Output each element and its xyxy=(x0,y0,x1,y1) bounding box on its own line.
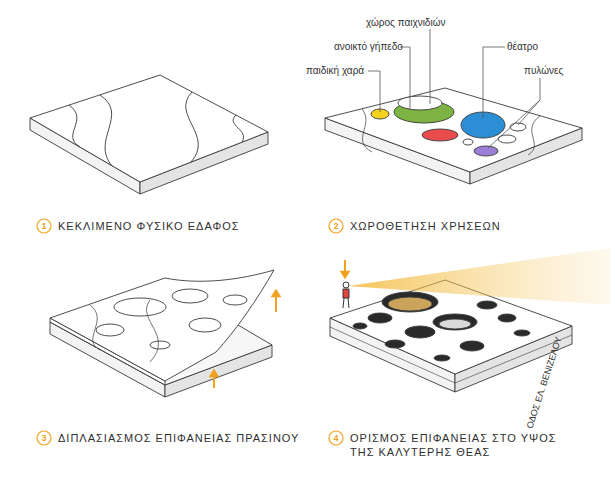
sketch-line xyxy=(368,71,380,112)
use-area xyxy=(434,355,450,361)
use-area xyxy=(385,340,405,348)
step-caption: ΟΡΙΣΜΟΣ ΕΠΙΦΑΝΕΙΑΣ ΣΤΟ ΥΨΟΣ ΤΗΣ ΚΑΛΥΤΕΡΗ… xyxy=(350,431,582,460)
sketch-line xyxy=(348,248,610,305)
use-area xyxy=(498,314,516,322)
use-area xyxy=(460,341,484,351)
sketch-line xyxy=(209,369,219,377)
sketch-line xyxy=(362,109,372,152)
sketch-line xyxy=(30,75,268,182)
sketch-line xyxy=(325,88,582,172)
sketch-line xyxy=(343,289,349,298)
callout-number: 4 xyxy=(328,430,344,446)
number-ring xyxy=(329,431,343,445)
use-area xyxy=(353,323,367,329)
use-area xyxy=(474,146,498,156)
sketch-line xyxy=(483,47,505,118)
number-ring xyxy=(37,431,51,445)
sketch-line xyxy=(90,305,100,350)
sketch-line xyxy=(430,29,431,104)
use-area xyxy=(150,341,170,349)
sketch-line xyxy=(488,100,540,148)
use-area xyxy=(382,292,438,312)
use-area xyxy=(439,319,471,329)
use-area xyxy=(422,129,458,141)
sketch-line xyxy=(69,105,80,147)
sketch-line xyxy=(340,271,350,279)
step-number: 3 xyxy=(36,430,52,446)
use-label: χώρος παιχνιδιών xyxy=(366,16,445,29)
step-caption: ΧΩΡΟΘΕΤΗΣΗ ΧΡΗΣΕΩΝ xyxy=(350,219,501,233)
number-ring xyxy=(37,219,51,233)
use-label: παιδική χαρά xyxy=(306,64,364,77)
use-area xyxy=(368,313,392,323)
use-area xyxy=(510,123,526,131)
step-number: 4 xyxy=(328,430,344,446)
doubled-green-surface xyxy=(50,270,274,397)
sketch-line xyxy=(186,92,199,162)
sketch-line xyxy=(400,47,410,110)
use-area xyxy=(405,326,435,338)
step-caption: ΚΕΚΛΙΜΕΝΟ ΦΥΣΙΚΟ ΕΔΑΦΟΣ xyxy=(58,219,240,233)
sketch-line xyxy=(100,95,112,166)
use-area xyxy=(114,298,166,316)
use-area xyxy=(514,330,530,336)
sloped-ground-slab xyxy=(30,75,268,194)
lift-arrows xyxy=(209,289,281,388)
use-area xyxy=(463,139,473,145)
use-area xyxy=(388,297,432,311)
sketch-line xyxy=(343,298,349,308)
callout-number: 1 xyxy=(36,218,52,234)
use-area xyxy=(96,324,124,336)
use-label: πυλώνες xyxy=(524,64,563,77)
use-label: ανοικτό γήπεδο xyxy=(334,40,403,53)
use-area xyxy=(172,289,208,303)
sketch-line xyxy=(233,115,243,142)
step-caption: ΔΙΠΛΑΣΙΑΣΜΟΣ ΕΠΙΦΑΝΕΙΑΣ ΠΡΑΣΙΝΟΥ xyxy=(58,431,299,445)
sketch-line xyxy=(344,260,346,272)
use-area xyxy=(223,295,247,305)
land-use-slab xyxy=(325,88,582,184)
callout-number: 3 xyxy=(36,430,52,446)
sketch-line xyxy=(271,289,281,297)
callout-number: 2 xyxy=(328,218,344,234)
view-arrow xyxy=(340,260,350,279)
viewer-figure xyxy=(343,282,349,308)
figure-head xyxy=(343,282,349,288)
sketch-line xyxy=(213,376,215,388)
sketch-line xyxy=(275,296,277,312)
use-area xyxy=(433,314,477,330)
use-label: θέατρο xyxy=(507,40,538,53)
use-area xyxy=(477,301,497,309)
sketch-line xyxy=(147,300,159,362)
step-number: 2 xyxy=(328,218,344,234)
sight-cone xyxy=(348,248,610,305)
sketch-line xyxy=(50,270,274,381)
number-ring xyxy=(329,219,343,233)
sketch-line xyxy=(518,78,540,125)
sketch-line xyxy=(528,116,540,155)
use-area xyxy=(189,318,221,332)
use-area xyxy=(398,96,442,110)
step-number: 1 xyxy=(36,218,52,234)
